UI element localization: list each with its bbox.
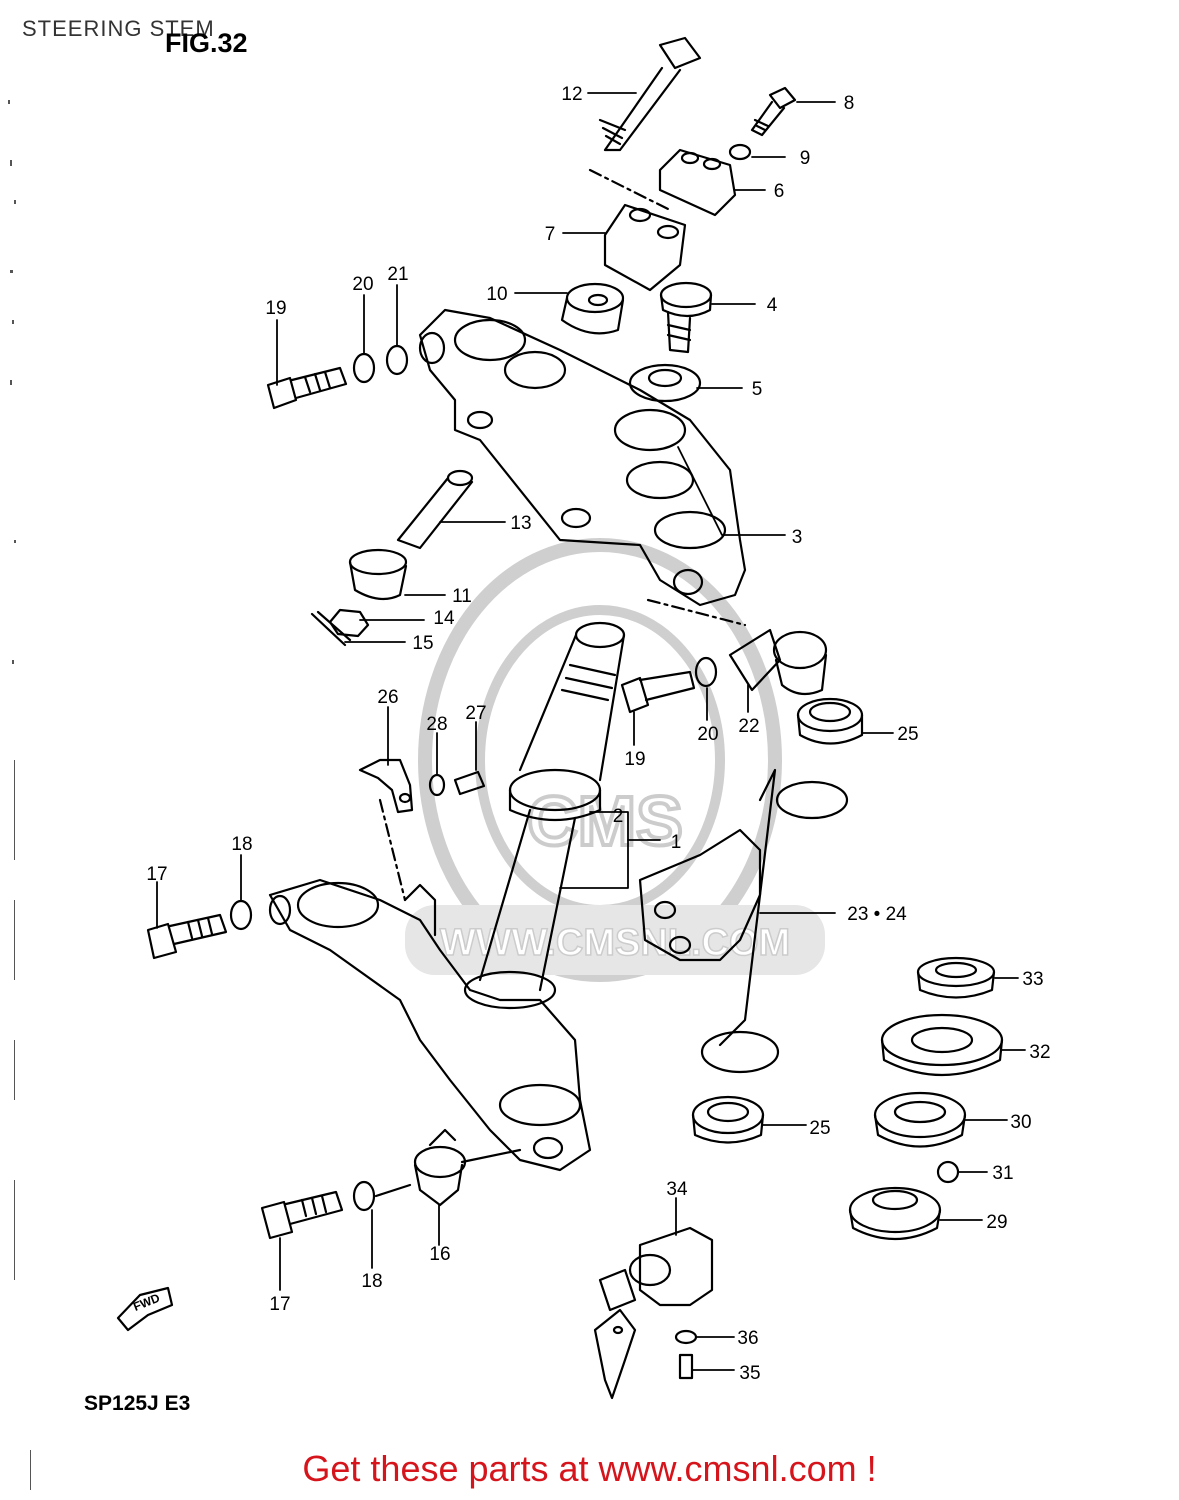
callout-28: 28 xyxy=(426,714,447,735)
callout-22: 22 xyxy=(738,716,759,737)
callout-30: 30 xyxy=(1010,1112,1031,1133)
callout-33: 33 xyxy=(1022,969,1043,990)
callout-13: 13 xyxy=(510,513,531,534)
part-19-bolt-right xyxy=(620,670,696,714)
model-code: SP125J E3 xyxy=(84,1392,191,1415)
leader-lines xyxy=(156,92,1026,1371)
callout-14: 14 xyxy=(433,608,455,629)
fwd-arrow-icon: FWD xyxy=(116,1286,174,1332)
callout-29: 29 xyxy=(986,1212,1007,1233)
part-31-ball xyxy=(936,1160,960,1184)
part-18-washer-left xyxy=(229,899,253,931)
part-12-bolt xyxy=(598,36,702,152)
callout-15: 15 xyxy=(412,633,433,654)
part-13-spacer-tube xyxy=(396,469,474,550)
part-17-bolt-left xyxy=(146,913,228,960)
part-15-cotter-pin xyxy=(310,610,352,647)
part-19-bolt-upper xyxy=(266,366,348,410)
callout-8: 8 xyxy=(844,93,855,114)
part-27-screw xyxy=(453,770,486,796)
callout-34: 34 xyxy=(666,1179,688,1200)
part-14-nut xyxy=(328,608,370,638)
callout-26: 26 xyxy=(377,687,398,708)
part-23-24-meter-bracket xyxy=(638,768,849,1074)
part-4-bolt xyxy=(659,281,713,354)
callout-16: 16 xyxy=(429,1244,450,1265)
part-30-bearing-race xyxy=(873,1091,967,1148)
scan-marks xyxy=(8,100,31,1490)
part-35-screw xyxy=(678,1353,694,1380)
part-7-handlebar-holder xyxy=(603,203,687,292)
part-21-washer-upper xyxy=(385,344,409,376)
callout-4: 4 xyxy=(767,295,778,316)
callout-3: 3 xyxy=(792,527,803,548)
part-8-bolt xyxy=(750,86,797,137)
part-11-cushion xyxy=(348,548,408,601)
part-3-upper-bracket xyxy=(418,308,747,607)
callout-12: 12 xyxy=(561,84,582,105)
callout-19: 19 xyxy=(265,298,286,319)
callout-23-24: 23 • 24 xyxy=(847,904,907,925)
callout-17b: 17 xyxy=(269,1294,290,1315)
callout-21: 21 xyxy=(387,264,408,285)
part-6-handlebar-clamp xyxy=(658,148,737,217)
callout-20b: 20 xyxy=(697,724,718,745)
callout-11: 11 xyxy=(452,586,472,607)
part-25-grommet-upper xyxy=(796,697,864,745)
part-32-dust-seal xyxy=(880,1013,1004,1077)
callout-31: 31 xyxy=(992,1163,1013,1184)
callout-7: 7 xyxy=(545,224,556,245)
part-16-stopper xyxy=(413,1128,467,1207)
part-36-washer xyxy=(674,1329,698,1345)
part-17-bolt-lower xyxy=(260,1190,344,1240)
callout-20: 20 xyxy=(352,274,373,295)
callout-25: 25 xyxy=(897,724,918,745)
callout-27: 27 xyxy=(465,703,486,724)
part-20-washer-right xyxy=(694,656,718,688)
callout-2: 2 xyxy=(613,806,624,827)
part-1-lower-bracket xyxy=(268,878,592,1172)
watermark: WWW.CMSNL.COM CMS xyxy=(405,538,825,982)
part-5-washer xyxy=(628,363,702,403)
watermark-text: WWW.CMSNL.COM xyxy=(440,922,790,964)
part-34-ignition-switch xyxy=(593,1226,714,1400)
footer-parts-link[interactable]: Get these parts at www.cmsnl.com ! xyxy=(302,1448,877,1489)
callout-36: 36 xyxy=(737,1328,758,1349)
callout-10: 10 xyxy=(486,284,507,305)
part-33-stem-nut xyxy=(916,956,996,999)
callout-6: 6 xyxy=(774,181,785,202)
part-26-clamp xyxy=(358,758,414,814)
part-22-cable-guide xyxy=(728,628,828,696)
callout-1: 1 xyxy=(671,832,682,853)
callout-5: 5 xyxy=(752,379,763,400)
callout-labels: 12 8 9 6 7 10 4 21 20 19 5 13 3 11 14 15… xyxy=(146,84,1050,1384)
section-title: STEERING STEM xyxy=(22,16,215,41)
part-18-washer-lower xyxy=(352,1180,376,1212)
callout-18: 18 xyxy=(231,834,252,855)
callout-32: 32 xyxy=(1029,1042,1050,1063)
part-25-grommet-lower xyxy=(691,1095,765,1144)
part-10-cushion xyxy=(560,282,625,335)
part-9-washer xyxy=(728,143,752,161)
figure-label: FIG.32 xyxy=(165,28,248,58)
part-29-lower-race xyxy=(848,1186,942,1241)
callout-25b: 25 xyxy=(809,1118,830,1139)
part-20-washer-upper xyxy=(352,352,376,384)
callout-17: 17 xyxy=(146,864,167,885)
callout-9: 9 xyxy=(800,148,811,169)
callout-35: 35 xyxy=(739,1363,760,1384)
callout-18b: 18 xyxy=(361,1271,382,1292)
callout-19b: 19 xyxy=(624,749,645,770)
